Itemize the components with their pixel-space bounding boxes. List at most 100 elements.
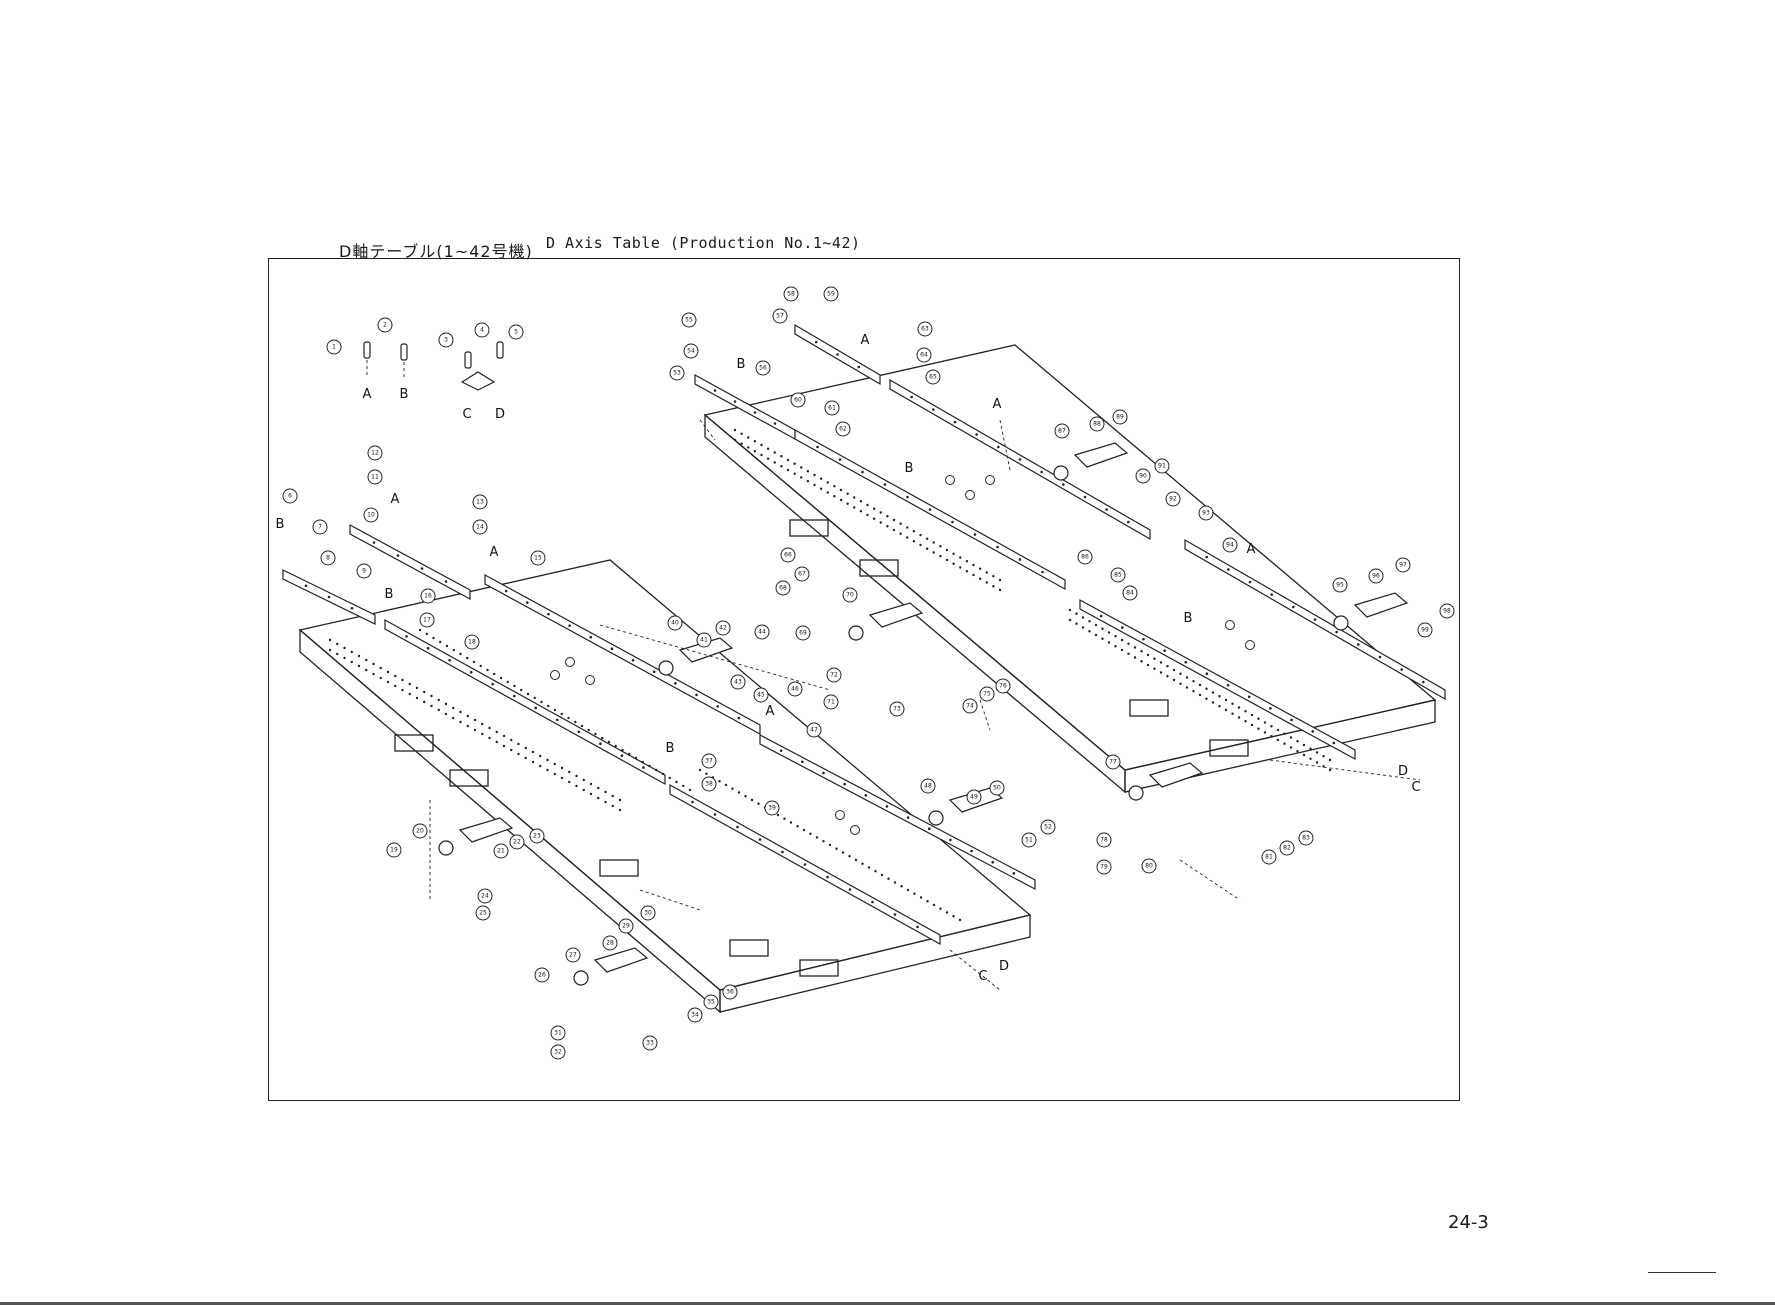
rail-hole bbox=[1292, 605, 1295, 609]
part-number-label: 15 bbox=[534, 555, 542, 562]
table-hole bbox=[1224, 698, 1228, 702]
table-hole bbox=[1218, 695, 1221, 698]
table-hole bbox=[682, 784, 685, 788]
table-hole bbox=[517, 742, 520, 746]
table-hole bbox=[841, 851, 845, 854]
table-hole bbox=[336, 642, 339, 646]
part-callout-circle bbox=[1395, 557, 1411, 573]
part-callout-circle bbox=[916, 347, 932, 363]
rail-hole bbox=[652, 670, 656, 674]
part-callout-circle bbox=[1165, 491, 1181, 507]
part-number-label: 29 bbox=[622, 923, 630, 930]
part-number-label: 40 bbox=[671, 620, 679, 627]
table-hole bbox=[1094, 633, 1098, 637]
table-hole bbox=[587, 728, 590, 732]
table-hole bbox=[939, 555, 942, 558]
part-callout-circle bbox=[386, 842, 402, 858]
part-callout-circle bbox=[889, 701, 905, 717]
part-number-label: 93 bbox=[1202, 510, 1210, 517]
part-number-label: 45 bbox=[757, 692, 765, 699]
part-callout-circle bbox=[1417, 622, 1433, 638]
table-hole bbox=[1185, 686, 1189, 689]
part-callout-circle bbox=[775, 580, 791, 596]
rail-hole bbox=[773, 422, 777, 425]
part-callout-circle bbox=[687, 1007, 703, 1023]
table-hole bbox=[379, 676, 382, 680]
table-hole bbox=[372, 672, 375, 676]
rail-hole bbox=[599, 742, 602, 746]
part-number-label: 17 bbox=[423, 617, 431, 624]
part-number-label: 34 bbox=[691, 1012, 699, 1019]
rail-hole bbox=[534, 706, 538, 710]
part-callout-circle bbox=[683, 343, 699, 359]
rail-hole bbox=[927, 827, 931, 831]
leader-line bbox=[1269, 759, 1421, 781]
table-hole bbox=[531, 750, 535, 754]
part-callout-circle bbox=[823, 694, 839, 710]
table-hole bbox=[1211, 701, 1215, 704]
table-hole bbox=[773, 461, 776, 464]
table-hole bbox=[846, 502, 849, 505]
rail-hole bbox=[547, 612, 550, 616]
table-hole bbox=[437, 708, 440, 712]
table-hole bbox=[912, 530, 916, 533]
table-hole bbox=[919, 543, 922, 547]
leader-line bbox=[999, 419, 1011, 471]
rail-hole bbox=[1226, 683, 1230, 687]
table-hole bbox=[1309, 757, 1312, 760]
rail-hole bbox=[1313, 618, 1317, 621]
table-hole bbox=[1198, 683, 1202, 687]
table-bore bbox=[835, 810, 845, 820]
table-hole bbox=[1120, 648, 1124, 652]
table-hole bbox=[899, 532, 902, 535]
pin-part bbox=[496, 341, 504, 359]
rail-hole bbox=[1041, 570, 1044, 574]
part-callout-circle bbox=[534, 967, 550, 983]
table-hole bbox=[886, 515, 889, 518]
table-hole bbox=[705, 772, 708, 775]
table-hole bbox=[1114, 635, 1117, 638]
table-hole bbox=[985, 581, 988, 584]
table-hole bbox=[892, 518, 896, 522]
part-callout-circle bbox=[493, 843, 509, 859]
table-hole bbox=[1315, 751, 1319, 754]
table-hole bbox=[796, 825, 799, 828]
part-callout-circle bbox=[780, 547, 796, 563]
table-hole bbox=[809, 832, 812, 835]
table-hole bbox=[1068, 618, 1072, 622]
table-hole bbox=[737, 791, 741, 794]
rail-hole bbox=[577, 730, 581, 734]
table-hole bbox=[495, 730, 498, 734]
rail-hole bbox=[1311, 730, 1314, 733]
table-hole bbox=[601, 736, 604, 740]
rail-hole bbox=[733, 400, 737, 403]
part-callout-circle bbox=[550, 1025, 566, 1041]
rail-hole bbox=[803, 863, 807, 866]
part-number-label: 4 bbox=[480, 327, 484, 334]
table-hole bbox=[1283, 742, 1286, 745]
part-number-label: 41 bbox=[700, 637, 708, 644]
rail-hole bbox=[620, 754, 624, 757]
table-hole bbox=[848, 855, 851, 858]
knob-icon bbox=[438, 840, 454, 856]
table-hole bbox=[783, 817, 786, 820]
part-number-label: 84 bbox=[1126, 590, 1134, 597]
table-hole bbox=[594, 732, 597, 736]
left-table-side-face bbox=[299, 628, 721, 1014]
table-hole bbox=[1302, 743, 1306, 747]
rail-hole bbox=[1062, 483, 1065, 486]
table-hole bbox=[1094, 623, 1098, 627]
table-hole bbox=[560, 776, 564, 780]
part-number-label: 19 bbox=[390, 847, 398, 854]
table-hole bbox=[879, 511, 882, 514]
rail-hole bbox=[838, 458, 842, 461]
rail-hole bbox=[801, 760, 804, 764]
table-hole bbox=[495, 740, 498, 744]
table-hole bbox=[793, 472, 796, 475]
table-hole bbox=[661, 772, 665, 776]
part-number-label: 16 bbox=[424, 593, 432, 600]
part-number-label: 60 bbox=[794, 397, 802, 404]
table-hole bbox=[1250, 713, 1254, 717]
part-number-label: 78 bbox=[1100, 837, 1108, 844]
